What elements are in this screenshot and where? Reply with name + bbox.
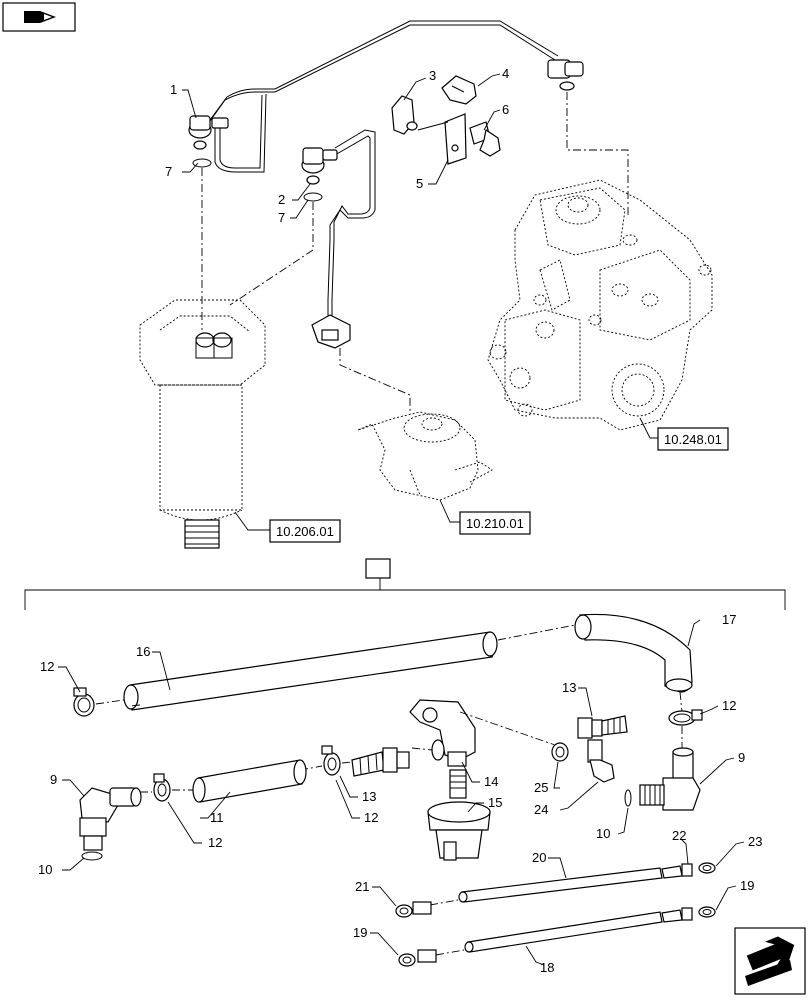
svg-text:10.206.01: 10.206.01 [276, 524, 334, 539]
callout-25: 25 [534, 780, 548, 795]
callout-12: 12 [364, 810, 378, 825]
wire-20 [458, 862, 716, 903]
clamp-12-middle [321, 745, 341, 776]
elbow-9-right [639, 747, 701, 811]
callout-13: 13 [562, 680, 576, 695]
elbow-9-left [79, 787, 142, 851]
ref-box-pump[interactable]: 10.248.01 [657, 427, 729, 451]
folder-arrow-icon[interactable] [2, 2, 76, 32]
callout-20: 20 [532, 850, 546, 865]
callout-12: 12 [722, 698, 736, 713]
tee-fitting-14 [409, 699, 476, 767]
line-connector [311, 314, 351, 349]
fuel-line-long [204, 20, 559, 173]
callout-21: 21 [355, 879, 369, 894]
fuel-filter [139, 299, 266, 549]
svg-text:10.248.01: 10.248.01 [664, 432, 722, 447]
callout-22: 22 [672, 828, 686, 843]
callout-3: 3 [429, 68, 436, 83]
callout-9: 9 [50, 772, 57, 787]
callout-12: 12 [40, 659, 54, 674]
ref-box-filter[interactable]: 10.206.01 [269, 519, 341, 543]
assembly-leaders-top [201, 92, 629, 412]
terminal-19 [398, 949, 465, 967]
bracket-5 [417, 113, 467, 165]
bolt-6 [469, 121, 501, 157]
callout-10: 10 [38, 862, 52, 877]
callout-18: 18 [540, 960, 554, 975]
callout-2: 2 [278, 192, 285, 207]
callout-7: 7 [278, 210, 285, 225]
hose-16 [123, 631, 498, 711]
callout-19: 19 [740, 878, 754, 893]
callout-24: 24 [534, 802, 548, 817]
callout-17: 17 [722, 612, 736, 627]
fuel-lift-pump [357, 411, 493, 501]
clamp-12-left [73, 687, 95, 717]
callout-6: 6 [502, 102, 509, 117]
callout-10: 10 [596, 826, 610, 841]
callout-14: 14 [484, 774, 498, 789]
callout-11: 11 [210, 810, 224, 825]
clamp-12-lower [153, 773, 171, 802]
callout-labels: 1 7 2 7 3 4 6 5 8 12 16 17 12 13 9 9 10 … [38, 66, 762, 975]
o-ring-10-left [81, 851, 103, 861]
sensor-15 [427, 769, 491, 861]
wire-18 [464, 906, 716, 953]
bolt-24 [587, 739, 615, 783]
callout-1: 1 [170, 82, 177, 97]
kit-bracket [24, 578, 786, 610]
callout-13: 13 [362, 789, 376, 804]
callout-5: 5 [416, 176, 423, 191]
callout-15: 15 [488, 795, 502, 810]
fitting-13-upper [577, 715, 628, 739]
callout-12: 12 [208, 835, 222, 850]
banjo-fitting-2 [301, 147, 338, 185]
callout-7: 7 [165, 164, 172, 179]
callout-19: 19 [353, 925, 367, 940]
banjo-fitting-1 [188, 115, 229, 150]
clamp-12-right [668, 709, 703, 726]
next-page-arrow-icon[interactable] [734, 927, 806, 995]
callout-23: 23 [748, 834, 762, 849]
callout-16: 16 [136, 644, 150, 659]
svg-text:10.210.01: 10.210.01 [466, 516, 524, 531]
o-ring-7b [303, 192, 323, 202]
callout-4: 4 [502, 66, 509, 81]
injection-pump [487, 179, 713, 431]
callout-box-8 [365, 558, 391, 579]
banjo-fitting-top-right [547, 59, 584, 91]
washer-25 [551, 742, 569, 762]
terminal-21 [395, 899, 459, 918]
clip-4 [441, 75, 477, 105]
callout-9: 9 [738, 750, 745, 765]
ref-box-feed-pump[interactable]: 10.210.01 [459, 511, 531, 535]
fuel-line-short [327, 129, 376, 320]
hose-17 [574, 613, 693, 693]
leader-lines [58, 73, 745, 966]
clip-3 [391, 95, 418, 135]
o-ring-7a [192, 158, 212, 168]
fitting-13-lower [351, 747, 410, 777]
hose-11 [192, 759, 307, 803]
o-ring-10-right [624, 789, 632, 807]
